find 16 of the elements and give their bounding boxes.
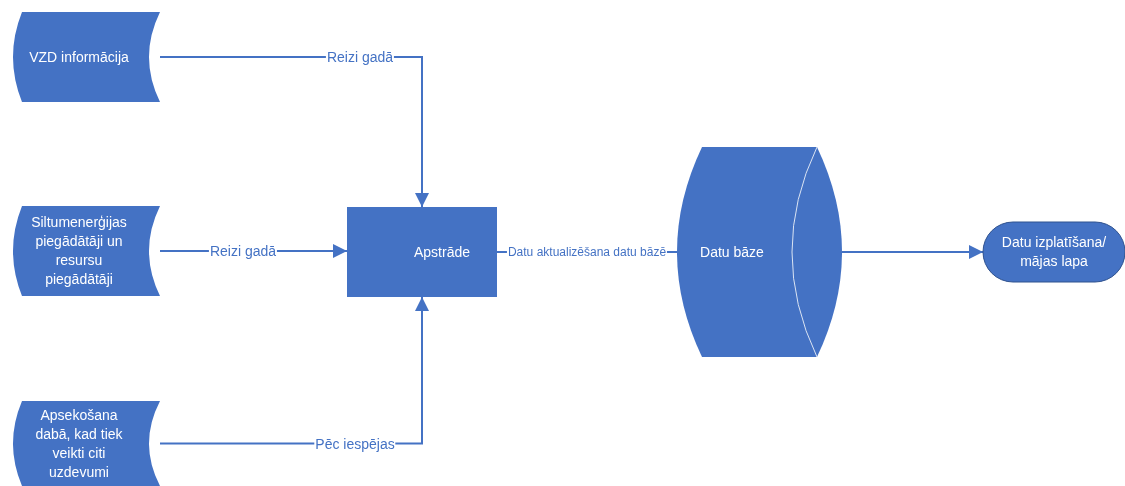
node-label: Datu izplatīšana/ mājas lapa bbox=[1000, 233, 1108, 271]
stored-data-shape bbox=[10, 206, 160, 296]
arrow bbox=[841, 245, 984, 259]
stored-data-shape bbox=[10, 401, 160, 486]
process-box bbox=[347, 207, 497, 297]
node-label: Apstrāde bbox=[413, 242, 470, 262]
node-label: Siltumenerģijas piegādātāji un resursu piegādātāji bbox=[30, 213, 128, 289]
node-label: Apsekošana dabā, kad tiek veikti citi uzdevumi bbox=[34, 405, 124, 482]
stored-data-shape bbox=[10, 12, 160, 102]
database-cylinder bbox=[677, 147, 842, 357]
node-label: Datu bāze bbox=[700, 242, 764, 262]
edge-label: Reizi gadā bbox=[325, 48, 395, 66]
node-label: VZD informācija bbox=[29, 47, 129, 67]
edge-label: Reizi gadā bbox=[208, 242, 278, 260]
edge-label: Pēc iespējas bbox=[314, 435, 396, 452]
terminator-shape bbox=[983, 222, 1125, 282]
